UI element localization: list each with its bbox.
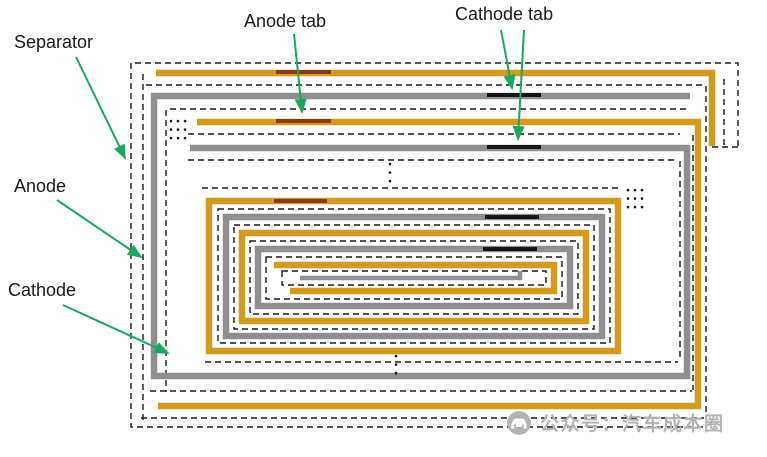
separator-arrow [75, 56, 126, 160]
cathode-label: Cathode [8, 280, 77, 300]
separator-dashed-inner-4 [265, 256, 563, 300]
cathode-layer-1 [150, 92, 691, 380]
separator-layers [130, 62, 739, 428]
separator-dashed-inner-1 [217, 208, 611, 344]
cathode-tab-arrow-1 [500, 29, 516, 90]
cathode-tab-marks [483, 93, 541, 251]
separator-dashed-inner-2 [233, 224, 595, 330]
anode-layer-1 [156, 69, 716, 146]
watermark-logo-icon [507, 410, 531, 435]
watermark: 公众号：汽车成本圈 [506, 409, 725, 436]
dots-left-icon [169, 119, 187, 141]
separator-dashed-inner-5 [281, 270, 547, 286]
anode-tab-arrow [293, 33, 307, 114]
separator-label: Separator [14, 32, 94, 52]
anode-arrow [56, 199, 143, 259]
continuation-dots [169, 119, 644, 376]
cathode-layers [150, 92, 691, 380]
cathode-arrow [62, 304, 170, 354]
cathode-layer-3 [254, 245, 574, 310]
dots-right-icon [626, 188, 644, 210]
separator-end-wrap-dashed [712, 78, 738, 148]
separator-outer-dashed [130, 62, 739, 428]
cathode-tab-label: Cathode tab [455, 4, 554, 24]
cathode-layer-2 [222, 213, 606, 340]
anode-label: Anode [14, 176, 67, 196]
anode-layer-4 [238, 229, 590, 325]
separator-dashed-inner-3 [249, 240, 579, 315]
anode-tab-label: Anode tab [244, 11, 327, 31]
anode-layer-3 [205, 197, 622, 355]
pointer-arrows [56, 29, 525, 354]
anode-layer-2 [158, 118, 702, 410]
anode-layers [156, 69, 716, 410]
anode-tab-marks [274, 70, 331, 203]
cathode-tab-arrow-2 [512, 29, 525, 141]
anode-layer-5 [274, 261, 558, 295]
watermark-text: 公众号：汽车成本圈 [540, 414, 725, 435]
cathode-layer-center [300, 271, 523, 281]
